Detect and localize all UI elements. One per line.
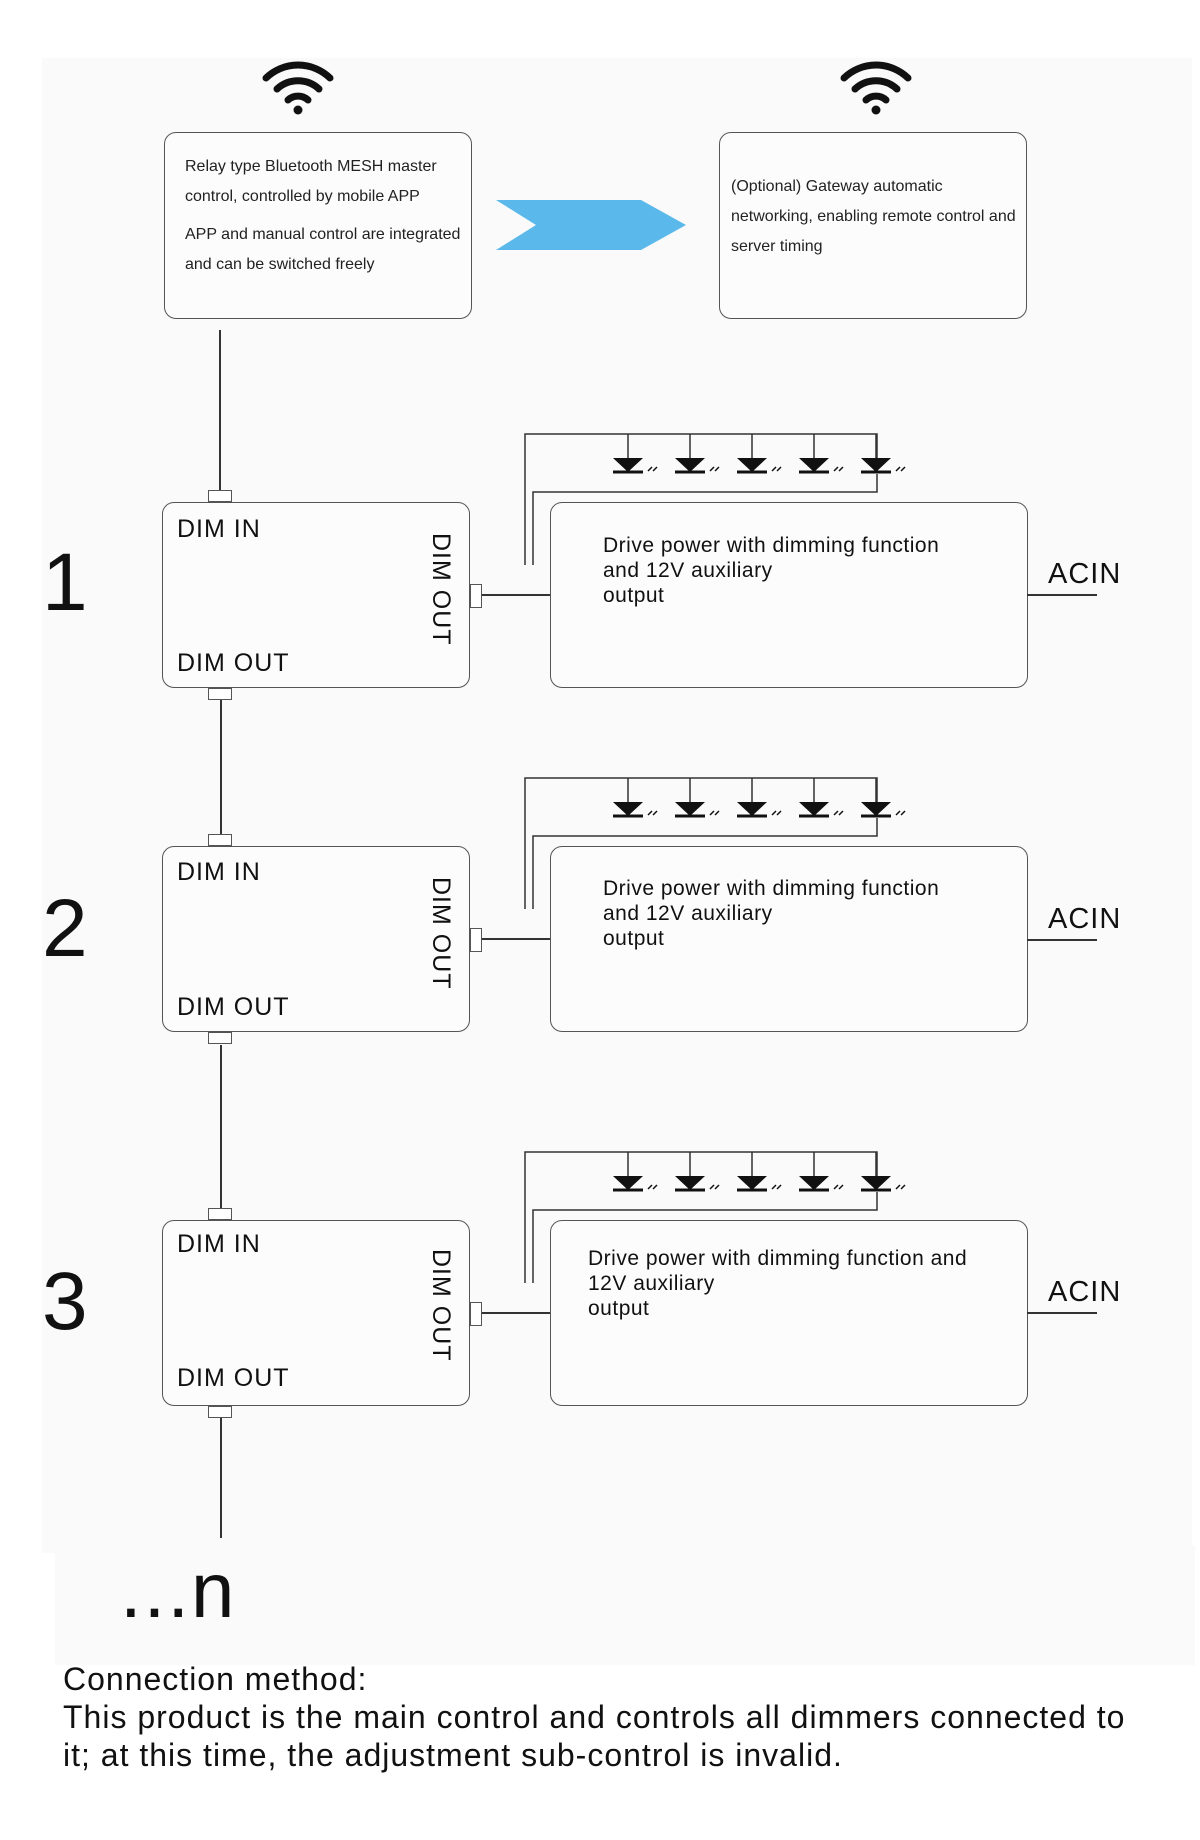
caption-background: [55, 1545, 1195, 1665]
dim-in-port: [208, 834, 232, 846]
drive-line-2: 12V auxiliary: [588, 1272, 715, 1295]
dimmer-box: [162, 846, 470, 1032]
master-control-text: Relay type Bluetooth MESH master control…: [185, 152, 460, 280]
side-dim-out-label: DIM OUT: [427, 533, 455, 646]
wifi-icon: [262, 61, 334, 115]
dim-in-label: DIM IN: [177, 1230, 261, 1258]
led-diode-icon: [861, 1152, 906, 1192]
led-diode-icon: [799, 778, 844, 818]
led-diode-icon: [861, 434, 906, 474]
dimmer-box: [162, 502, 470, 688]
dim-out-port: [208, 1032, 232, 1044]
side-dim-out-label: DIM OUT: [427, 1249, 455, 1362]
dim-to-drive-line: [482, 1312, 550, 1314]
master-line-4: and can be switched freely: [185, 256, 375, 273]
drive-power-text: Drive power with dimming function and 12…: [603, 876, 1043, 951]
gateway-text: (Optional) Gateway automatic networking,…: [731, 172, 1016, 262]
dim-out-port: [208, 1406, 232, 1418]
led-diode-icon: [613, 434, 658, 474]
dim-in-label: DIM IN: [177, 858, 261, 886]
gateway-line-1: (Optional) Gateway automatic: [731, 178, 943, 195]
wire: [532, 474, 878, 565]
acin-line: [1027, 939, 1097, 941]
arrow-right-icon: [496, 200, 686, 250]
wifi-icon: [840, 61, 912, 115]
gateway-line-3: server timing: [731, 238, 823, 255]
caption-line-2: This product is the main control and con…: [63, 1699, 1126, 1735]
caption-line-3: it; at this time, the adjustment sub-con…: [63, 1737, 843, 1773]
led-strip: [524, 1151, 906, 1283]
led-diode-icon: [737, 434, 782, 474]
led-diode-icon: [737, 778, 782, 818]
led-diode-icon: [799, 434, 844, 474]
drive-power-box: [550, 1220, 1028, 1406]
wire: [524, 777, 878, 909]
drive-line-3: output: [603, 927, 665, 950]
led-strip: [524, 777, 906, 909]
acin-line: [1027, 1312, 1097, 1314]
dim-to-drive-line: [482, 938, 550, 940]
dim-out-label: DIM OUT: [177, 1364, 290, 1392]
acin-label: ACIN: [1048, 1276, 1122, 1308]
dim-in-port: [208, 1208, 232, 1220]
dimmer-number: 3: [42, 1256, 88, 1347]
master-line-3: APP and manual control are integrated: [185, 226, 461, 243]
gateway-box: [719, 132, 1027, 319]
side-out-port: [470, 928, 482, 952]
dim-in-port: [208, 490, 232, 502]
caption-title: Connection method:: [63, 1661, 368, 1697]
led-diode-icon: [861, 778, 906, 818]
acin-label: ACIN: [1048, 903, 1122, 935]
continuation-label: ...n: [120, 1546, 237, 1634]
master-line-1: Relay type Bluetooth MESH master: [185, 158, 437, 175]
led-diode-icon: [675, 778, 720, 818]
led-strip: [524, 433, 906, 565]
bus-line-3-to-n: [220, 1418, 222, 1538]
dim-in-label: DIM IN: [177, 515, 261, 543]
dim-out-port: [208, 688, 232, 700]
dim-out-label: DIM OUT: [177, 993, 290, 1021]
drive-line-2: and 12V auxiliary: [603, 559, 773, 582]
side-out-port: [470, 1302, 482, 1326]
drive-power-box: [550, 846, 1028, 1032]
led-diode-icon: [613, 1152, 658, 1192]
bus-line-master-to-1: [219, 330, 221, 490]
acin-label: ACIN: [1048, 558, 1122, 590]
wire: [532, 1192, 878, 1283]
master-line-2: control, controlled by mobile APP: [185, 188, 420, 205]
drive-power-text: Drive power with dimming function and 12…: [603, 533, 1043, 608]
wire: [524, 1151, 878, 1283]
wire: [532, 818, 878, 909]
dimmer-number: 2: [42, 883, 88, 974]
led-diode-icon: [737, 1152, 782, 1192]
led-diode-icon: [799, 1152, 844, 1192]
led-diode-icon: [675, 1152, 720, 1192]
drive-line-2: and 12V auxiliary: [603, 902, 773, 925]
connection-caption: Connection method: This product is the m…: [63, 1660, 1125, 1774]
drive-power-box: [550, 502, 1028, 688]
dimmer-number: 1: [42, 537, 88, 628]
drive-line-1: Drive power with dimming function: [603, 534, 940, 557]
master-control-box: [164, 132, 472, 319]
bus-line-2-to-3: [220, 1045, 222, 1210]
side-dim-out-label: DIM OUT: [427, 877, 455, 990]
led-diode-icon: [675, 434, 720, 474]
dim-to-drive-line: [482, 594, 550, 596]
gateway-line-2: networking, enabling remote control and: [731, 208, 1016, 225]
drive-line-3: output: [603, 584, 665, 607]
acin-line: [1027, 594, 1097, 596]
drive-line-3: output: [588, 1297, 650, 1320]
wire: [524, 433, 878, 565]
drive-power-text: Drive power with dimming function and 12…: [588, 1246, 1038, 1321]
dimmer-box: [162, 1220, 470, 1406]
dim-out-label: DIM OUT: [177, 649, 290, 677]
drive-line-1: Drive power with dimming function: [603, 877, 940, 900]
bus-line-1-to-2: [220, 700, 222, 840]
side-out-port: [470, 584, 482, 608]
led-diode-icon: [613, 778, 658, 818]
drive-line-1: Drive power with dimming function and: [588, 1247, 968, 1270]
